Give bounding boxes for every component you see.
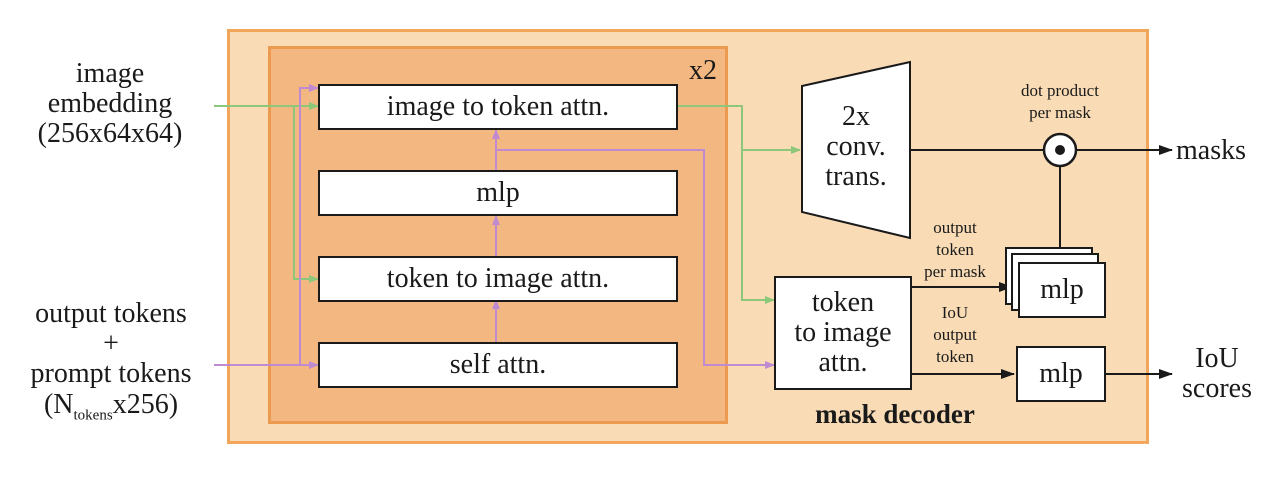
tokens-shape-text: (Ntokensx256) <box>6 388 216 424</box>
repeat-label: x2 <box>689 55 717 86</box>
mask-decoder-title: mask decoder <box>815 399 975 429</box>
iou-output-line-3: token <box>936 347 974 367</box>
mask-mlp-block: mlp <box>1018 262 1106 318</box>
final-token-to-image-attn-block: token to image attn. <box>774 276 912 390</box>
final-attn-line-3: attn. <box>818 347 868 379</box>
tokens-input-label: output tokens + prompt tokens (Ntokensx2… <box>6 298 216 424</box>
conv-trans-line-2: conv. <box>826 131 886 163</box>
output-token-line-3: per mask <box>924 262 986 282</box>
arrow-image-to-conv <box>678 105 801 154</box>
image-embedding-line-3: (256x64x64) <box>37 118 183 150</box>
token-arrows <box>214 84 775 369</box>
output-arrows <box>908 145 1173 379</box>
arrow-tokens-to-image2token <box>299 84 319 365</box>
tokens-shape-suffix: x256) <box>112 388 179 420</box>
iou-scores-line-1: IoU <box>1195 343 1239 374</box>
image-embedding-label: image embedding (256x64x64) <box>10 58 210 150</box>
image-to-token-attn-block: image to token attn. <box>318 84 678 130</box>
output-token-line-1: output <box>933 218 977 237</box>
iou-output-line-2: output <box>933 325 977 345</box>
dot-product-line-1: dot product <box>1021 81 1099 100</box>
plus-text: + <box>103 328 119 360</box>
prompt-tokens-text: prompt tokens <box>30 358 192 390</box>
dot-product-line-2: per mask <box>1029 103 1091 123</box>
masks-output-label: masks <box>1176 135 1246 166</box>
mlp-block: mlp <box>318 170 678 216</box>
image-embedding-line-2: embedding <box>47 88 173 120</box>
conv-trans-label: 2x conv. trans. <box>802 101 910 193</box>
arrow-tokens-to-final-attn <box>496 149 775 369</box>
tokens-shape-prefix: (N <box>43 388 74 420</box>
dot-product-center-icon <box>1055 145 1065 155</box>
conv-trans-line-1: 2x <box>842 101 870 132</box>
tokens-shape-subscript: tokens <box>73 407 113 424</box>
iou-scores-output-label: IoU scores <box>1172 343 1262 405</box>
arrow-image-to-final-attn <box>741 150 775 304</box>
watermark: @稀土掘金技术社区 <box>1123 442 1268 461</box>
image-embedding-arrows <box>214 102 801 304</box>
iou-scores-line-2: scores <box>1182 373 1252 405</box>
conv-trans-line-3: trans. <box>825 161 887 193</box>
iou-output-line-1: IoU <box>941 303 969 322</box>
output-token-per-mask-label: output token per mask <box>910 217 1000 283</box>
iou-output-token-label: IoU output token <box>915 302 995 368</box>
arrow-image-to-token2image <box>293 106 319 283</box>
final-attn-line-2: to image <box>794 316 892 348</box>
iou-mlp-block: mlp <box>1016 346 1106 402</box>
self-attn-block: self attn. <box>318 342 678 388</box>
output-tokens-text: output tokens <box>35 298 187 329</box>
token-to-image-attn-block: token to image attn. <box>318 256 678 302</box>
final-attn-line-1: token <box>811 286 875 318</box>
image-embedding-line-1: image <box>75 58 145 89</box>
output-token-line-2: token <box>936 240 974 260</box>
dot-product-label: dot product per mask <box>995 80 1125 124</box>
conv-trans-shape <box>801 60 911 240</box>
